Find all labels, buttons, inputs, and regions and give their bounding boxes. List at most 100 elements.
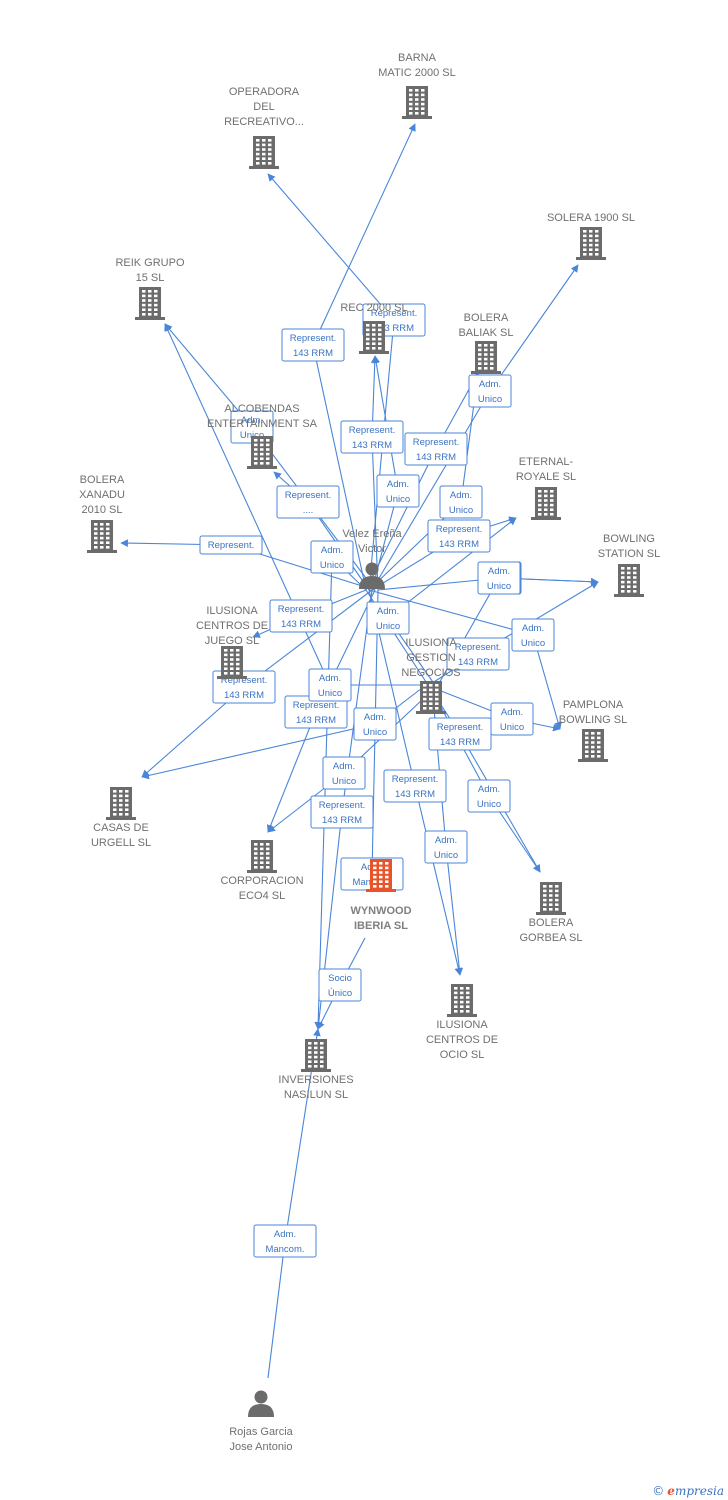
edge-label-frame bbox=[427, 519, 491, 553]
node-rec2000[interactable]: REC 2000 SL bbox=[340, 302, 408, 354]
node-label: REC 2000 SL bbox=[340, 302, 407, 314]
node-label: URGELL SL bbox=[91, 837, 151, 849]
edge-label-box[interactable]: Represent.143 RRM bbox=[281, 328, 345, 362]
edge-label-text: Adm. bbox=[450, 490, 472, 501]
edge-label-box[interactable]: Represent. bbox=[199, 535, 263, 555]
edge-label-box[interactable]: Adm.Unico bbox=[376, 474, 420, 508]
edge-label-box[interactable]: Adm.Unico bbox=[477, 561, 521, 595]
edge-label-text: Represent. bbox=[371, 308, 417, 319]
edge-label-box[interactable]: Adm.Unico bbox=[468, 374, 512, 408]
node-eco4[interactable]: CORPORACION ECO4 SL bbox=[220, 840, 304, 902]
edge-label-box[interactable]: Represent.143 RRM bbox=[310, 795, 374, 829]
node-label: JUEGO SL bbox=[205, 635, 259, 647]
node-label: BOWLING SL bbox=[559, 714, 627, 726]
node-operadora[interactable]: OPERADORADELRECREATIVO... bbox=[224, 86, 304, 169]
edge-label-box[interactable]: Adm.Unico bbox=[308, 668, 352, 702]
edge-label-box[interactable]: Represent.143 RRM bbox=[427, 519, 491, 553]
node-eternal[interactable]: ETERNAL-ROYALE SL bbox=[516, 456, 576, 520]
node-label: CENTROS DE bbox=[196, 620, 268, 632]
node-label: MATIC 2000 SL bbox=[378, 67, 455, 79]
copyright-symbol: © bbox=[652, 1484, 665, 1498]
edge-label-box[interactable]: Adm.Unico bbox=[310, 540, 354, 574]
edge-label-box[interactable]: Represent. 143 RRM bbox=[404, 432, 468, 466]
edge-label-text: Represent. bbox=[293, 700, 339, 711]
edge-label-frame bbox=[281, 328, 345, 362]
edge-label-box[interactable]: Represent.143 RRM bbox=[428, 717, 492, 751]
person-icon bbox=[248, 1390, 274, 1417]
node-label: ILUSIONA bbox=[436, 1019, 488, 1031]
edge-label-frame bbox=[308, 668, 352, 702]
edge-label-text: Unico bbox=[477, 799, 501, 810]
node-baliak[interactable]: BOLERA BALIAK SL bbox=[458, 312, 514, 374]
edge-label-frame bbox=[376, 474, 420, 508]
edge-label-text: 143 RRM bbox=[416, 452, 456, 463]
edge-label-box[interactable]: Represent.143 RRM bbox=[269, 599, 333, 633]
brand-name: mpresia bbox=[674, 1484, 724, 1498]
edge-label-frame bbox=[383, 769, 447, 803]
building-icon bbox=[402, 86, 432, 119]
edge-label-text: Unico bbox=[500, 722, 524, 733]
edge-label-box[interactable]: Adm.Unico bbox=[322, 756, 366, 790]
edge-label-box[interactable]: Represent.143 RRM bbox=[383, 769, 447, 803]
edge-label-box[interactable]: Adm.Unico bbox=[490, 702, 534, 736]
node-label: BOLERA bbox=[464, 312, 509, 324]
edge-label-text: Único bbox=[328, 988, 352, 999]
building-icon bbox=[247, 840, 277, 873]
node-label: ILUSIONA bbox=[405, 637, 457, 649]
edge-label-box[interactable]: Represent..... bbox=[276, 485, 340, 519]
edge-label-text: Adm. bbox=[435, 835, 457, 846]
node-label: BOWLING bbox=[603, 533, 655, 545]
edge-label-text: Unico bbox=[434, 850, 458, 861]
building-icon bbox=[536, 882, 566, 915]
edge-label-box[interactable]: Adm.Unico bbox=[511, 618, 555, 652]
empresia-logo[interactable]: ©empresia bbox=[652, 1484, 724, 1498]
edge-label-box[interactable]: Adm.Unico bbox=[467, 779, 511, 813]
edge-label-text: Adm. bbox=[377, 606, 399, 617]
edge-label-frame bbox=[310, 795, 374, 829]
node-label: REIK GRUPO bbox=[115, 257, 185, 269]
node-label: ILUSIONA bbox=[206, 605, 258, 617]
building-icon bbox=[366, 859, 396, 892]
edge-label-text: Unico bbox=[386, 494, 410, 505]
edge-label-text: Adm. bbox=[488, 566, 510, 577]
edge-label-text: Represent. bbox=[413, 437, 459, 448]
node-label: BALIAK SL bbox=[458, 327, 513, 339]
edge-label-text: Socio bbox=[328, 973, 352, 984]
node-solera[interactable]: SOLERA 1900 SL bbox=[547, 212, 635, 260]
edge-label-box[interactable]: Adm.Unico bbox=[353, 707, 397, 741]
edge-label-box[interactable]: Represent.143 RRM bbox=[446, 637, 510, 671]
node-label: Rojas Garcia bbox=[229, 1426, 293, 1438]
node-label: DEL bbox=[253, 101, 274, 113]
edge-label-frame bbox=[310, 540, 354, 574]
node-label: BOLERA bbox=[80, 474, 125, 486]
node-label: XANADU bbox=[79, 489, 125, 501]
node-ilujuego[interactable]: ILUSIONA CENTROS DE JUEGO SL bbox=[196, 605, 268, 679]
edge-label-box[interactable]: Represent.143 RRM bbox=[340, 420, 404, 454]
edge-label-box[interactable]: Adm.Unico bbox=[439, 485, 483, 519]
node-label: CORPORACION bbox=[220, 875, 303, 887]
edge-label-frame bbox=[424, 830, 468, 864]
building-icon bbox=[471, 341, 501, 374]
edge-label-box[interactable]: Adm.Mancom. bbox=[253, 1224, 317, 1258]
edge-label-box[interactable]: Adm.Unico bbox=[366, 601, 410, 635]
edge-label-box[interactable]: Adm. Unico bbox=[424, 830, 468, 864]
edge-label-frame bbox=[446, 637, 510, 671]
node-label: ECO4 SL bbox=[239, 890, 285, 902]
